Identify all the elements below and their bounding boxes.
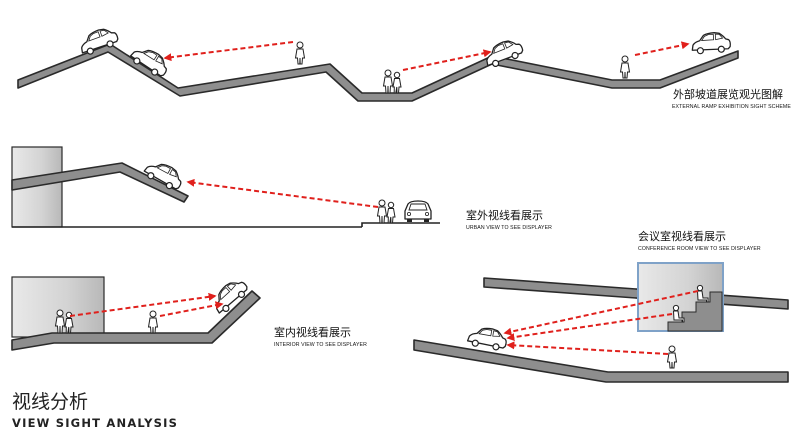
- scene-interior-view: 室内视线看展示 INTERIOR VIEW TO SEE DISPLAYER: [11, 274, 367, 351]
- couple-icon: [377, 199, 396, 224]
- diagram-title-cn: 视线分析: [12, 391, 88, 413]
- lower-ramp-slab: [413, 339, 789, 383]
- sight-line: [159, 301, 224, 317]
- sight-line: [69, 292, 217, 317]
- scene-label-cn: 会议室视线看展示: [638, 229, 726, 243]
- car-icon: [466, 324, 509, 353]
- sight-line: [163, 41, 294, 62]
- external-ramp-slab: [17, 43, 739, 102]
- scene-label-en: URBAN VIEW TO SEE DISPLAYER: [466, 225, 552, 231]
- scene-urban-view: 室外视线看展示 URBAN VIEW TO SEE DISPLAYER: [11, 146, 552, 231]
- interior-ramp-slab: [11, 290, 261, 351]
- person-icon: [620, 55, 630, 79]
- sight-line: [503, 290, 699, 336]
- person-icon: [148, 310, 158, 334]
- upper-ramp-slab: [483, 277, 789, 310]
- person-icon: [295, 41, 305, 65]
- scene-conference-view: 会议室视线看展示 CONFERENCE ROOM VIEW TO SEE DIS…: [413, 229, 789, 383]
- person-icon: [667, 345, 677, 369]
- scene-label-en: CONFERENCE ROOM VIEW TO SEE DISPLAYER: [638, 246, 761, 252]
- scene-label-cn: 室外视线看展示: [466, 208, 543, 222]
- urban-ramp-slab: [11, 162, 189, 203]
- stepped-seating: [667, 291, 723, 332]
- car-icon: [690, 30, 732, 55]
- sight-line: [506, 313, 673, 342]
- scene-label-cn: 外部坡道展览观光图解: [673, 87, 783, 101]
- scene-external-ramp: 外部坡道展览观光图解 EXTERNAL RAMP EXHIBITION SIGH…: [17, 24, 791, 110]
- car-front-icon: [404, 200, 432, 223]
- sight-line: [402, 49, 492, 71]
- scene-label-cn: 室内视线看展示: [274, 325, 351, 339]
- sight-line: [634, 41, 690, 56]
- couple-icon: [383, 69, 402, 94]
- scene-label-en: INTERIOR VIEW TO SEE DISPLAYER: [274, 342, 367, 348]
- sight-line: [506, 341, 669, 355]
- diagram-title-en: VIEW SIGHT ANALYSIS: [12, 416, 178, 430]
- scene-label-en: EXTERNAL RAMP EXHIBITION SIGHT SCHEME: [672, 104, 791, 110]
- ground-line: [361, 222, 440, 227]
- sight-line: [186, 178, 379, 208]
